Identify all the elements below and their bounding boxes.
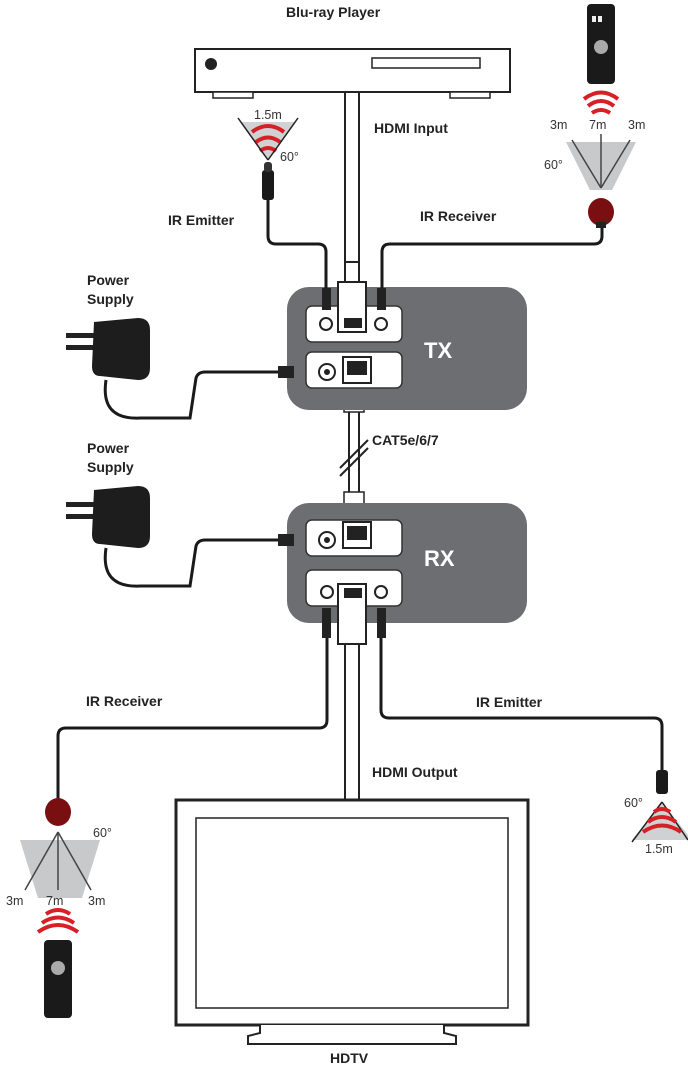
hdmi-output-cable [344,639,360,801]
tx-label: TX [424,338,453,363]
power-supply-top-label-1: Power [87,272,130,288]
hdmi-output-label: HDMI Output [372,764,458,780]
hdtv [174,798,530,1045]
ir-receiver-bottom-label: IR Receiver [86,693,163,709]
ir-emitter-cable-bottom [379,610,664,770]
ir-emitter-bottom-label: IR Emitter [476,694,543,710]
emitter-bottom-angle: 60° [624,796,643,810]
tx-extender [287,261,527,410]
power-supply-bottom-label-2: Supply [87,459,134,475]
rx-extender [287,503,527,645]
emitter-top-range: 1.5m [254,108,282,122]
ir-receiver-top-label: IR Receiver [420,208,497,224]
receiver-bottom-right-range: 3m [88,894,106,908]
receiver-top-left-range: 3m [550,118,568,132]
receiver-bottom-angle: 60° [93,826,112,840]
ir-receiver-cable-top [380,225,604,300]
emitter-bottom-range: 1.5m [645,842,673,856]
hdtv-label: HDTV [330,1050,369,1066]
ir-receiver-cable-bottom [56,610,329,800]
power-adapter-bottom [66,486,294,588]
bluray-label: Blu-ray Player [286,4,381,20]
bluray-player [194,48,511,99]
ir-emitter-bottom [631,770,688,843]
receiver-top-center-range: 7m [589,118,607,132]
cat-cable [339,395,369,509]
ir-receiver-top [566,4,636,228]
receiver-top-right-range: 3m [628,118,646,132]
emitter-top-angle: 60° [280,150,299,164]
ir-emitter-top-label: IR Emitter [168,212,235,228]
ir-receiver-bottom [20,798,100,1018]
power-supply-bottom-label-1: Power [87,440,130,456]
hdmi-input-label: HDMI Input [374,120,448,136]
rx-label: RX [424,546,455,571]
ir-emitter-cable-top [266,200,328,300]
power-supply-top-label-2: Supply [87,291,134,307]
cable-label: CAT5e/6/7 [372,432,439,448]
receiver-bottom-center-range: 7m [46,894,64,908]
power-adapter-top [66,318,294,420]
receiver-top-angle: 60° [544,158,563,172]
ir-emitter-top [237,117,299,200]
receiver-bottom-left-range: 3m [6,894,24,908]
